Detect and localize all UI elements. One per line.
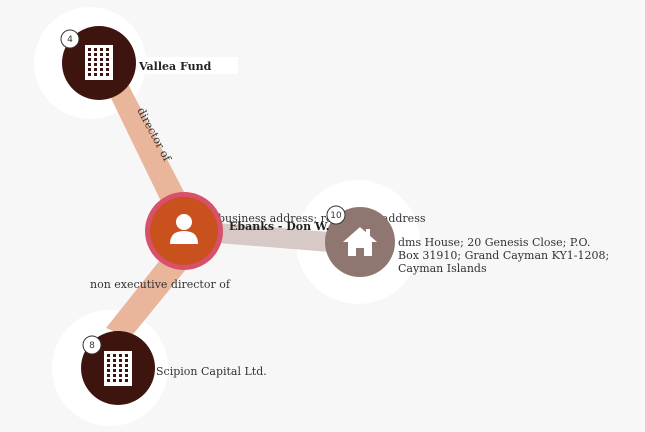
address-label-line-3: Cayman Islands — [398, 262, 487, 275]
address-badge — [326, 205, 346, 225]
building-icon — [85, 45, 113, 80]
vallea-badge-count: 4 — [67, 35, 73, 45]
edge-director-of — [108, 84, 196, 224]
address-label-line-1: dms House; 20 Genesis Close; P.O. — [398, 236, 590, 249]
edge-address — [205, 222, 330, 252]
address-label-line-2: Box 31910; Grand Cayman KY1-1208; — [398, 249, 609, 262]
node-scipion-capital[interactable]: 8 Scipion Capital Ltd. — [81, 331, 267, 405]
person-icon — [170, 214, 198, 244]
person-label: Ebanks - Don W. — [229, 220, 329, 233]
node-vallea-fund[interactable]: 4 Vallea Fund — [60, 26, 238, 100]
scipion-label: Scipion Capital Ltd. — [156, 365, 267, 378]
address-badge-count: 10 — [330, 211, 342, 221]
scipion-badge-count: 8 — [89, 341, 95, 351]
vallea-label: Vallea Fund — [138, 60, 212, 73]
vallea-badge — [60, 29, 80, 49]
house-icon — [343, 227, 377, 256]
scipion-badge — [82, 335, 102, 355]
node-address[interactable]: 10 dms House; 20 Genesis Close; P.O. Box… — [325, 205, 609, 277]
node-person-ebanks[interactable]: Ebanks - Don W. — [145, 192, 329, 270]
edge-non-executive-director-of — [106, 250, 192, 338]
edge-label-non-executive-director-of: non executive director of — [90, 278, 231, 291]
building-icon — [104, 351, 132, 386]
